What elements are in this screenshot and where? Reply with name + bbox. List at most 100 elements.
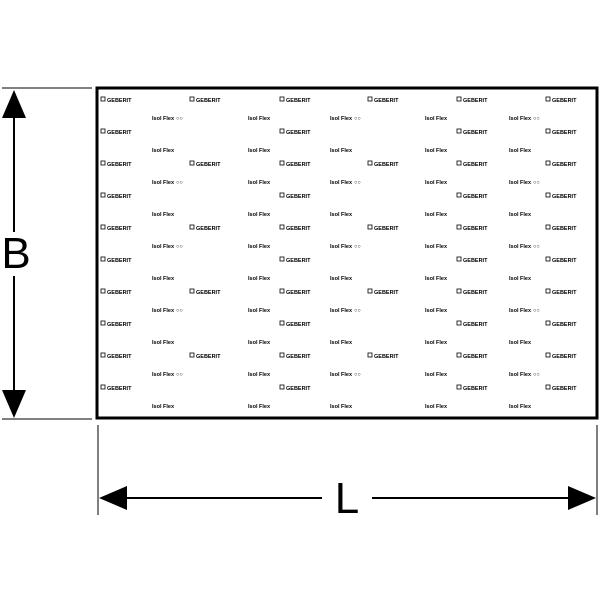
brand-text: GEBERIT xyxy=(107,258,132,264)
brand-text: GEBERIT xyxy=(374,354,399,360)
brand-text: GEBERIT xyxy=(374,98,399,104)
brand-text: GEBERIT xyxy=(463,258,488,264)
brand-square-icon xyxy=(189,288,195,294)
brand-square-icon xyxy=(367,352,373,358)
product-marker-icon: ○○ xyxy=(176,308,183,314)
arrow-up-icon xyxy=(2,90,26,118)
product-text: Isol Flex xyxy=(248,212,271,218)
product-text: Isol Flex xyxy=(152,212,175,218)
product-text: Isol Flex xyxy=(509,276,532,282)
brand-text: GEBERIT xyxy=(286,226,311,232)
brand-text: GEBERIT xyxy=(552,130,577,136)
brand-text: GEBERIT xyxy=(286,290,311,296)
brand-text: GEBERIT xyxy=(286,258,311,264)
product-text: Isol Flex xyxy=(425,340,448,346)
product-text: Isol Flex xyxy=(248,244,271,250)
brand-square-icon xyxy=(545,160,551,166)
brand-square-icon xyxy=(100,160,106,166)
brand-text: GEBERIT xyxy=(552,226,577,232)
brand-square-icon xyxy=(100,192,106,198)
product-marker-icon: ○○ xyxy=(533,180,540,186)
brand-square-icon xyxy=(545,288,551,294)
brand-square-icon xyxy=(367,160,373,166)
product-text: Isol Flex xyxy=(330,340,353,346)
brand-text: GEBERIT xyxy=(552,354,577,360)
brand-text: GEBERIT xyxy=(107,98,132,104)
product-text: Isol Flex xyxy=(509,116,532,122)
brand-text: GEBERIT xyxy=(552,194,577,200)
brand-square-icon xyxy=(279,128,285,134)
product-marker-icon: ○○ xyxy=(354,308,361,314)
product-text: Isol Flex xyxy=(330,308,353,314)
product-text: Isol Flex xyxy=(248,180,271,186)
product-text: Isol Flex xyxy=(509,212,532,218)
brand-text: GEBERIT xyxy=(463,162,488,168)
product-text: Isol Flex xyxy=(509,404,532,410)
product-text: Isol Flex xyxy=(248,372,271,378)
brand-square-icon xyxy=(100,256,106,262)
height-dimension: B xyxy=(1,87,92,420)
brand-square-icon xyxy=(545,384,551,390)
arrow-left-icon xyxy=(99,486,127,510)
brand-text: GEBERIT xyxy=(107,194,132,200)
height-label: B xyxy=(1,229,30,278)
product-text: Isol Flex xyxy=(425,308,448,314)
product-marker-icon: ○○ xyxy=(176,116,183,122)
brand-text: GEBERIT xyxy=(463,386,488,392)
brand-square-icon xyxy=(456,352,462,358)
product-text: Isol Flex xyxy=(330,116,353,122)
brand-text: GEBERIT xyxy=(286,322,311,328)
brand-text: GEBERIT xyxy=(286,98,311,104)
brand-text: GEBERIT xyxy=(196,290,221,296)
product-text: Isol Flex xyxy=(330,148,353,154)
product-text: Isol Flex xyxy=(248,308,271,314)
product-text: Isol Flex xyxy=(509,244,532,250)
brand-square-icon xyxy=(189,224,195,230)
brand-text: GEBERIT xyxy=(463,322,488,328)
brand-square-icon xyxy=(545,320,551,326)
brand-square-icon xyxy=(100,320,106,326)
brand-square-icon xyxy=(100,288,106,294)
brand-text: GEBERIT xyxy=(552,322,577,328)
brand-square-icon xyxy=(456,384,462,390)
brand-square-icon xyxy=(545,352,551,358)
brand-text: GEBERIT xyxy=(374,162,399,168)
product-text: Isol Flex xyxy=(330,276,353,282)
product-text: Isol Flex xyxy=(330,372,353,378)
product-text: Isol Flex xyxy=(330,244,353,250)
brand-text: GEBERIT xyxy=(552,162,577,168)
arrow-down-icon xyxy=(2,390,26,418)
brand-square-icon xyxy=(279,352,285,358)
brand-square-icon xyxy=(100,384,106,390)
product-text: Isol Flex xyxy=(152,372,175,378)
brand-square-icon xyxy=(279,160,285,166)
product-text: Isol Flex xyxy=(509,372,532,378)
brand-text: GEBERIT xyxy=(552,258,577,264)
product-marker-icon: ○○ xyxy=(354,116,361,122)
product-text: Isol Flex xyxy=(425,148,448,154)
product-text: Isol Flex xyxy=(509,148,532,154)
product-marker-icon: ○○ xyxy=(176,180,183,186)
product-text: Isol Flex xyxy=(509,308,532,314)
product-text: Isol Flex xyxy=(330,212,353,218)
brand-text: GEBERIT xyxy=(463,98,488,104)
brand-square-icon xyxy=(456,96,462,102)
brand-square-icon xyxy=(545,96,551,102)
brand-text: GEBERIT xyxy=(286,354,311,360)
product-text: Isol Flex xyxy=(152,180,175,186)
insulation-pad-outline xyxy=(95,86,599,420)
product-marker-icon: ○○ xyxy=(354,372,361,378)
brand-square-icon xyxy=(279,224,285,230)
product-marker-icon: ○○ xyxy=(176,244,183,250)
product-text: Isol Flex xyxy=(248,404,271,410)
brand-square-icon xyxy=(189,96,195,102)
brand-text: GEBERIT xyxy=(286,130,311,136)
product-marker-icon: ○○ xyxy=(533,308,540,314)
brand-text: GEBERIT xyxy=(286,386,311,392)
brand-text: GEBERIT xyxy=(196,226,221,232)
brand-text: GEBERIT xyxy=(374,290,399,296)
brand-text: GEBERIT xyxy=(552,386,577,392)
brand-square-icon xyxy=(456,224,462,230)
product-text: Isol Flex xyxy=(425,212,448,218)
